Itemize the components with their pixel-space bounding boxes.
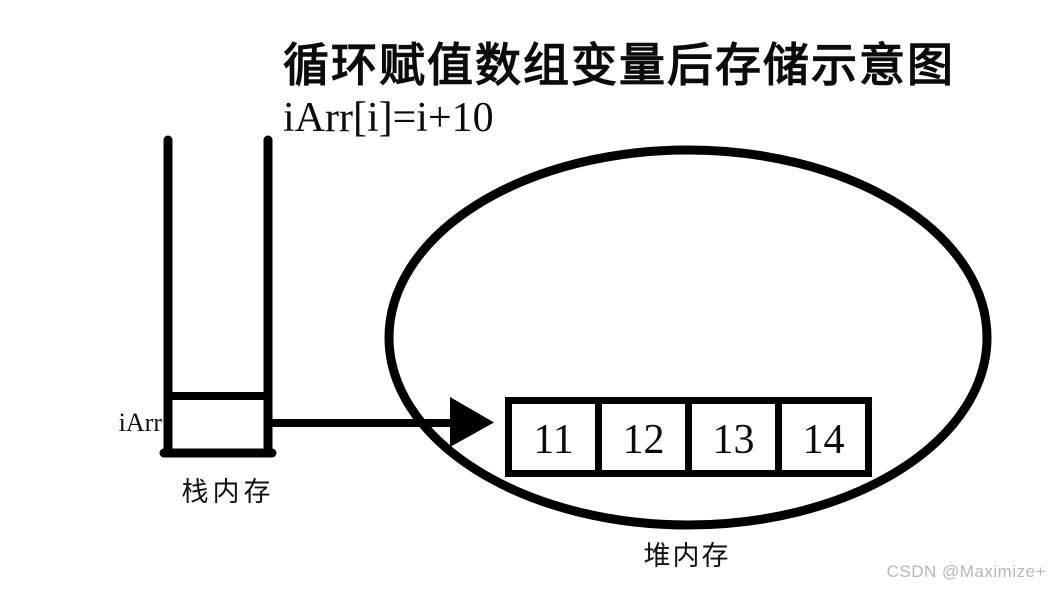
stack-variable-label: iArr [118,408,162,437]
heap-array-box: 11 12 13 14 [505,397,872,477]
diagram-subtitle-code: iArr[i]=i+10 [283,95,494,141]
array-cell-2: 13 [685,404,775,470]
title-block: 循环赋值数组变量后存储示意图 iArr[i]=i+10 [283,36,955,142]
watermark-text: CSDN @Maximize+ [886,562,1046,581]
array-cell-0: 11 [512,404,595,470]
diagram-title: 循环赋值数组变量后存储示意图 [283,39,955,91]
reference-arrow-head [450,397,494,447]
heap-ellipse [384,145,992,530]
array-cell-3: 14 [775,404,865,470]
heap-memory-caption: 堆内存 [643,541,731,571]
stack-memory-caption: 栈内存 [181,477,275,507]
array-cell-1: 12 [595,404,685,470]
